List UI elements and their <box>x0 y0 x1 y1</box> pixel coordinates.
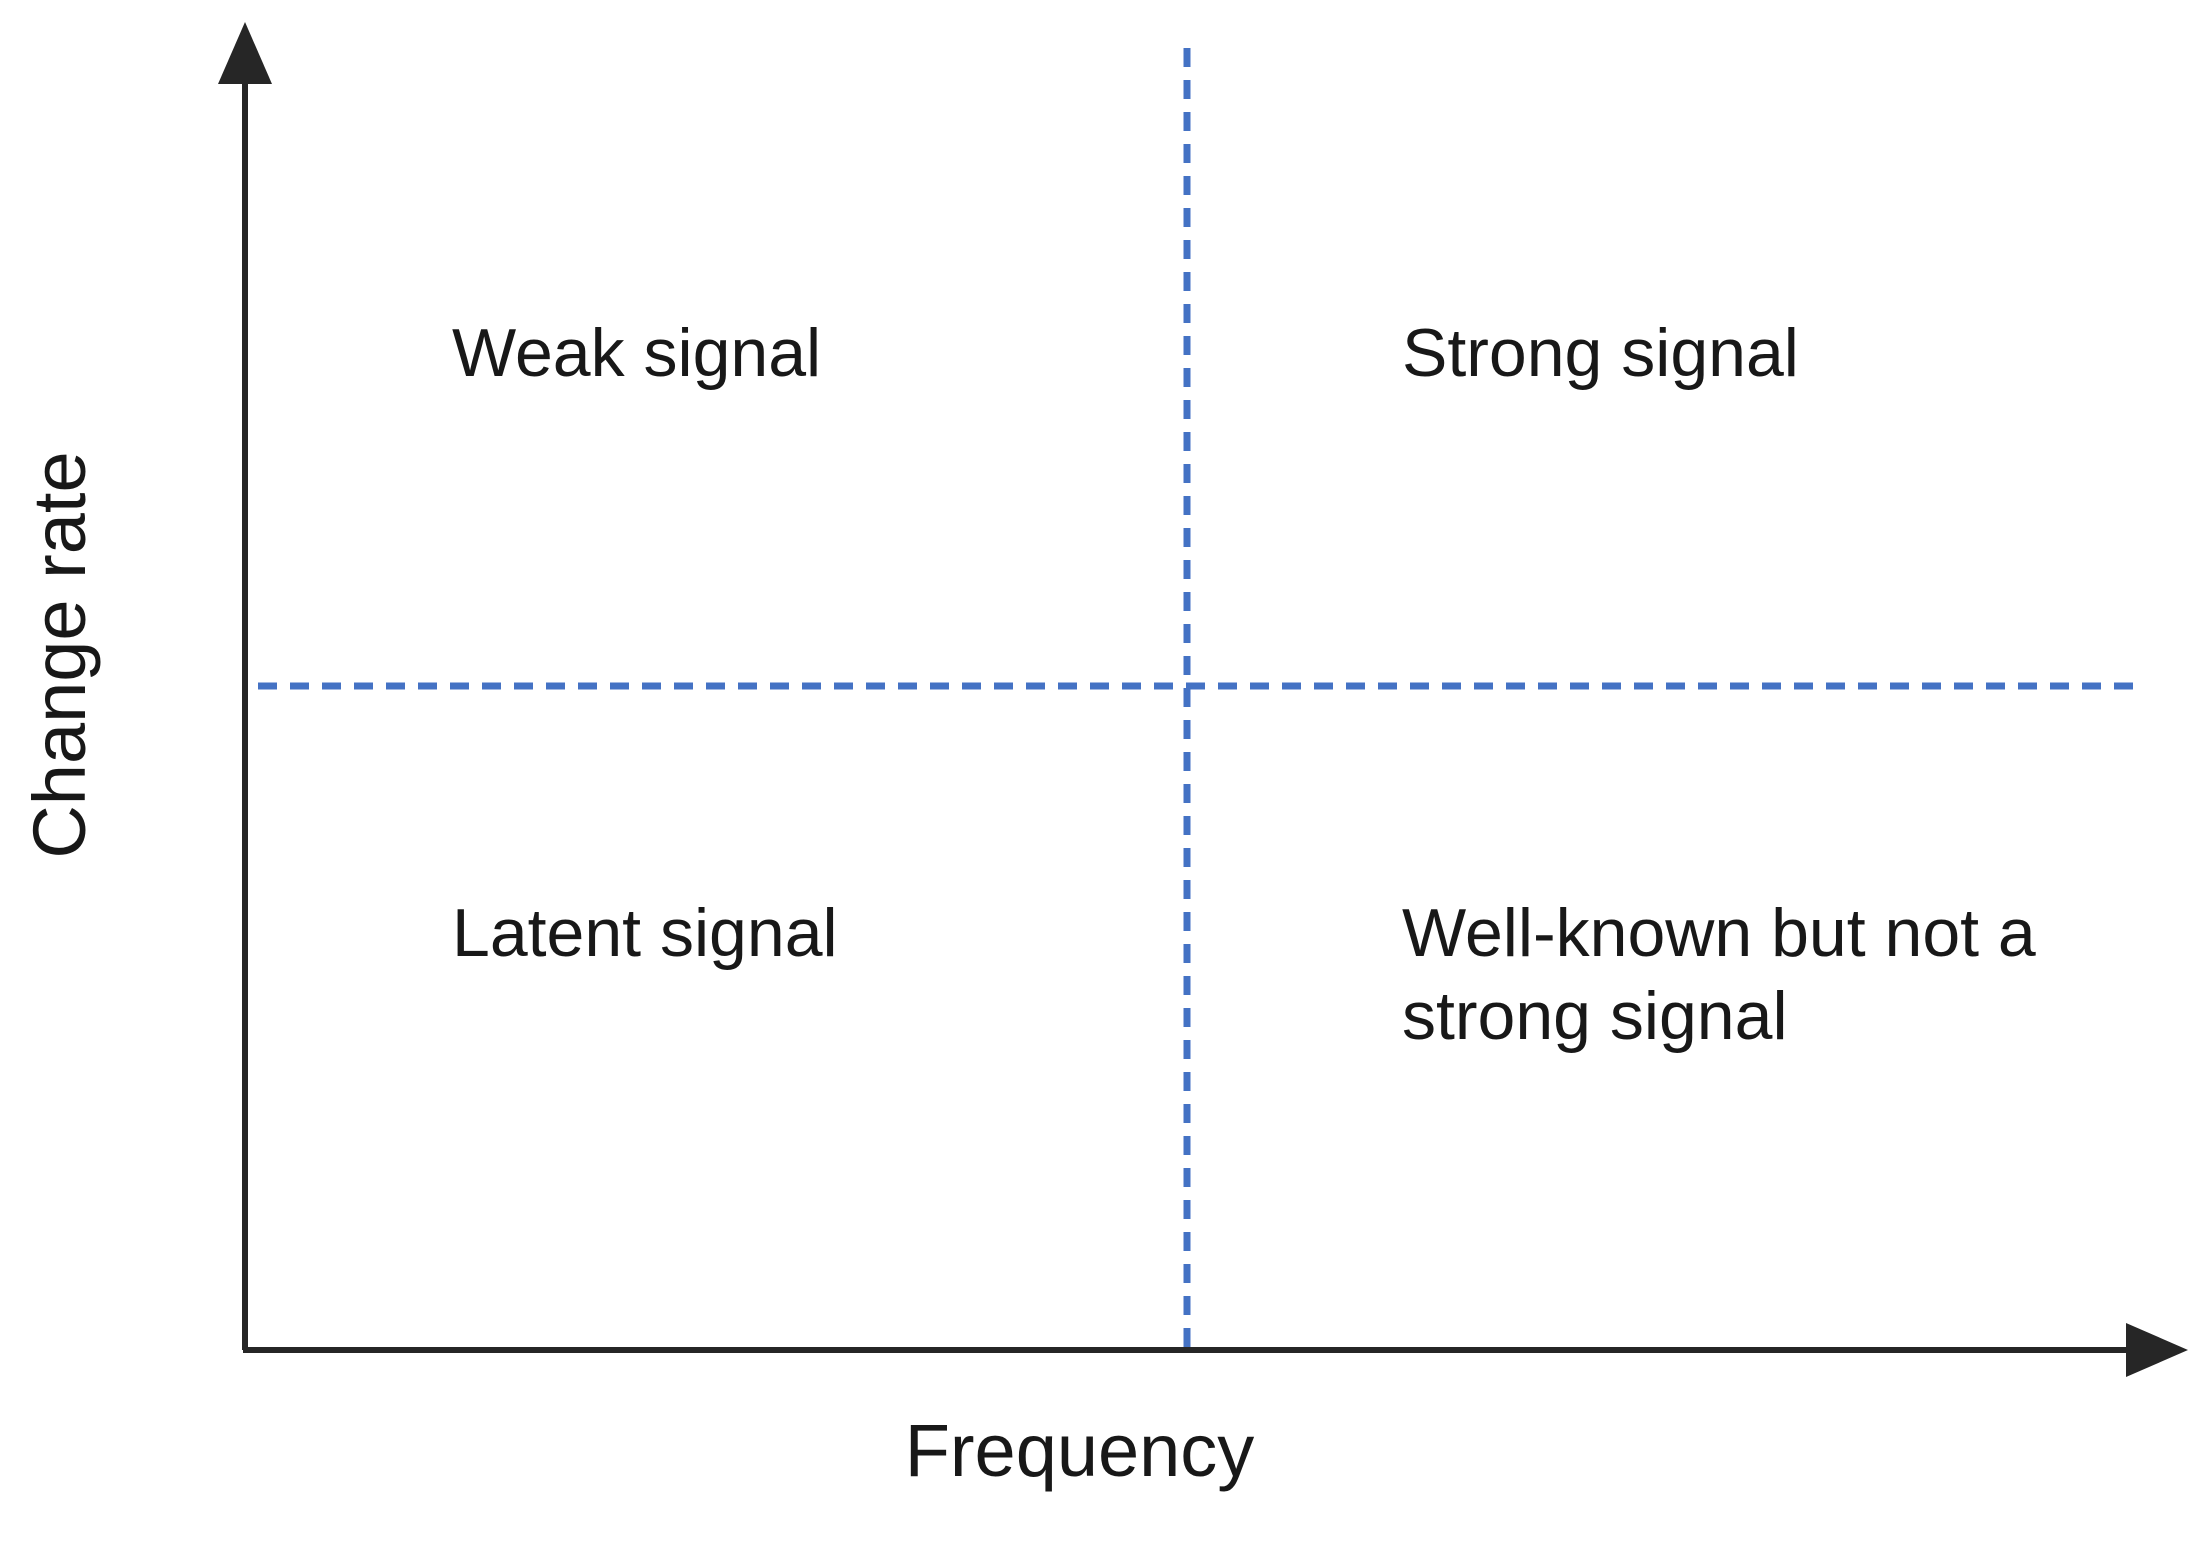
quadrant-label-bottom-left: Latent signal <box>452 895 838 971</box>
quadrant-label-top-left: Weak signal <box>452 315 822 391</box>
quadrant-label-top-right: Strong signal <box>1402 315 1799 391</box>
x-axis-title: Frequency <box>904 1409 1255 1492</box>
x-axis-arrowhead-icon <box>2126 1323 2188 1377</box>
y-axis-title: Change rate <box>18 451 101 859</box>
quadrant-label-bottom-right: Well-known but not a strong signal <box>1402 895 2036 1054</box>
y-axis-arrowhead-icon <box>218 22 272 84</box>
